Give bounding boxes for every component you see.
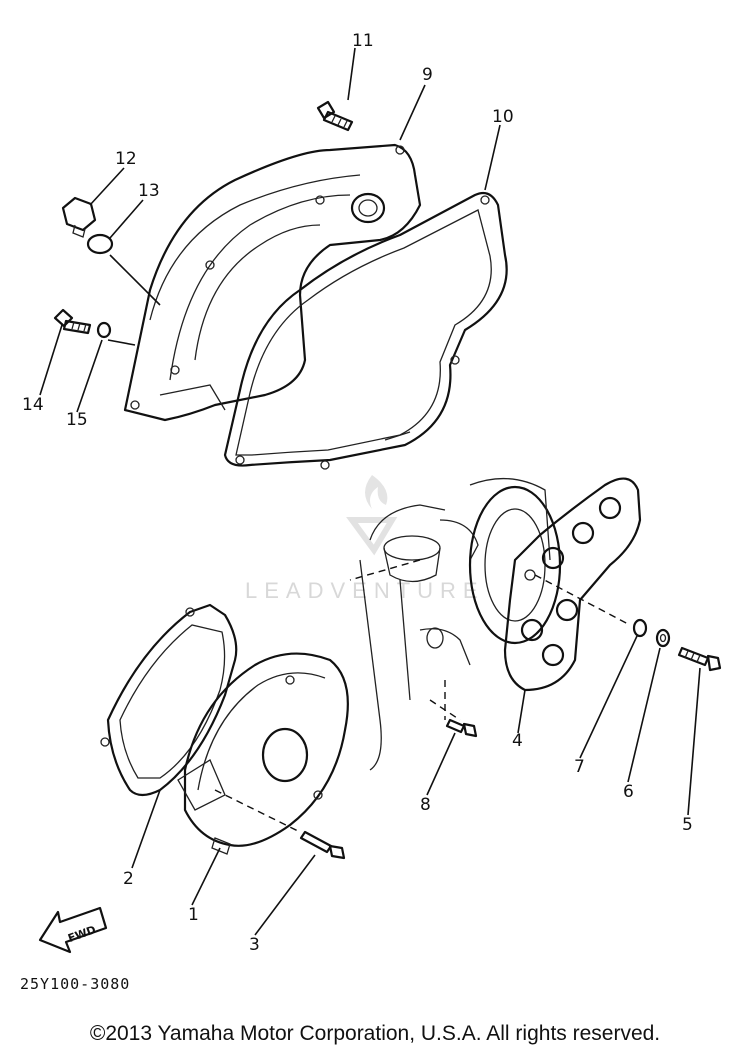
callout-13: 13	[138, 181, 160, 201]
callout-10: 10	[492, 107, 514, 127]
forward-arrow-icon: FWD	[38, 906, 108, 954]
callout-7: 7	[574, 757, 585, 777]
sprocket-cover-4	[503, 477, 642, 692]
callout-2: 2	[123, 869, 134, 889]
exploded-parts-diagram: LEADVENTURE	[22, 31, 722, 955]
crankcase-cover	[123, 143, 422, 422]
screw-3	[299, 830, 346, 860]
callout-8: 8	[420, 795, 431, 815]
callout-6: 6	[623, 782, 634, 802]
copyright-notice: ©2013 Yamaha Motor Corporation, U.S.A. A…	[89, 1022, 661, 1045]
oil-check-plug-12	[61, 196, 97, 238]
callout-15: 15	[66, 410, 88, 430]
callout-9: 9	[422, 65, 433, 85]
side-cover-gasket-2	[100, 603, 238, 797]
callout-3: 3	[249, 935, 260, 955]
bolt-8	[445, 718, 478, 738]
bolt-5	[677, 646, 722, 672]
engine-case-outline	[349, 477, 562, 771]
bolt-11	[316, 100, 354, 132]
callout-1: 1	[188, 905, 199, 925]
callout-12: 12	[115, 149, 137, 169]
watermark-text: LEADVENTURE	[245, 578, 485, 603]
washer-15	[96, 321, 112, 339]
leader-lines	[39, 47, 701, 936]
o-ring-13	[86, 233, 114, 255]
side-cover-1	[177, 652, 349, 855]
callout-14: 14	[22, 395, 44, 415]
callout-11: 11	[352, 31, 374, 51]
washer-6	[655, 628, 671, 648]
watermark: LEADVENTURE	[245, 475, 485, 603]
callout-5: 5	[682, 815, 693, 835]
bolt-14	[53, 308, 92, 335]
collar-7	[632, 618, 648, 638]
assembly-line-5	[534, 574, 631, 626]
cover-gasket	[223, 191, 508, 470]
callout-4: 4	[512, 731, 523, 751]
forward-label: FWD	[66, 923, 97, 945]
assembly-line-3	[214, 789, 301, 833]
diagram-code: 25Y100-3080	[20, 975, 131, 993]
